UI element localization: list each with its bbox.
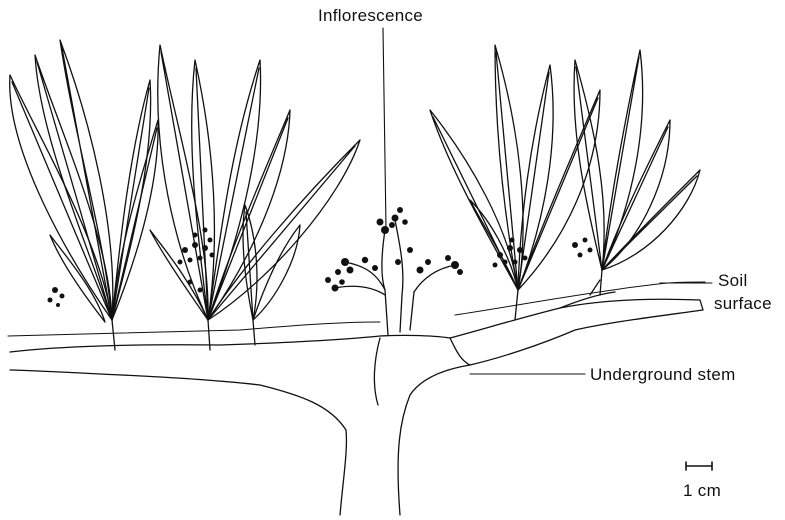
flower-buds xyxy=(325,207,463,292)
scale-bar xyxy=(686,462,712,470)
soil-label: Soil xyxy=(718,272,748,290)
inflorescence-pointer xyxy=(383,28,386,228)
right-rosette-two xyxy=(574,50,700,295)
small-rosette xyxy=(243,205,300,345)
inflorescence-stalks xyxy=(385,290,414,335)
underground-stem-label: Underground stem xyxy=(590,366,736,384)
left-rosette xyxy=(10,40,158,350)
right-rosette-two-leaves xyxy=(574,50,700,270)
stem-outline xyxy=(10,299,703,515)
scale-label: 1 cm xyxy=(683,482,721,500)
surface-label: surface xyxy=(714,295,772,313)
inflorescence-cluster xyxy=(325,207,463,335)
inflorescence-label: Inflorescence xyxy=(318,7,423,25)
left-rosette-leaves xyxy=(10,40,158,322)
stem-junction xyxy=(374,338,470,405)
